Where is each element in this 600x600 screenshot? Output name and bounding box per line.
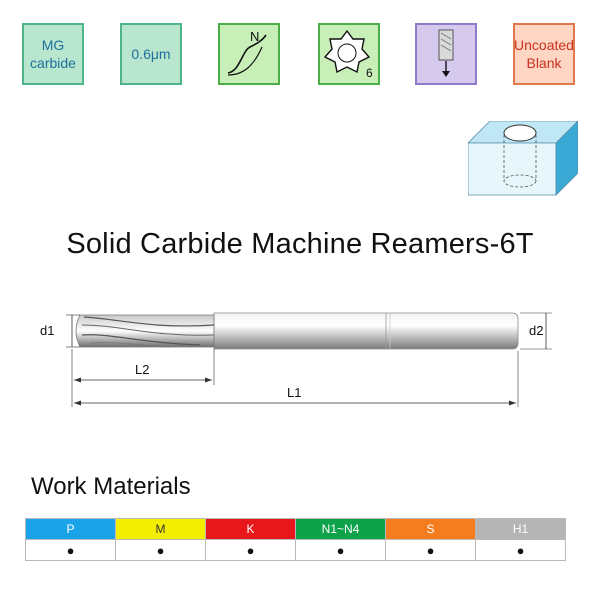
material-n-mark: ● bbox=[295, 539, 386, 561]
material-line2: carbide bbox=[30, 55, 76, 71]
l1-label: L1 bbox=[287, 385, 302, 400]
material-m-header: M bbox=[115, 518, 206, 540]
material-s-header: S bbox=[385, 518, 476, 540]
cube-with-hole-icon bbox=[468, 121, 578, 196]
material-k-header: K bbox=[205, 518, 296, 540]
work-materials-heading: Work Materials bbox=[31, 473, 191, 500]
material-h-mark: ● bbox=[475, 539, 566, 561]
flute-count-badge: 6 bbox=[318, 23, 380, 85]
material-badge: MG carbide bbox=[22, 23, 84, 85]
flute-count-label: 6 bbox=[366, 66, 373, 80]
l2-label: L2 bbox=[135, 362, 150, 377]
material-p-mark: ● bbox=[25, 539, 116, 561]
grain-size-badge: 0.6μm bbox=[120, 23, 182, 85]
material-header-row: P M K N1~N4 S H1 bbox=[25, 518, 566, 540]
shank-direction-icon bbox=[438, 29, 454, 77]
material-n-header: N1~N4 bbox=[295, 518, 386, 540]
material-k-mark: ● bbox=[205, 539, 296, 561]
coating-line2: Blank bbox=[526, 55, 562, 71]
grain-size-text: 0.6μm bbox=[131, 46, 171, 62]
material-badge-text: MG carbide bbox=[30, 36, 76, 72]
work-materials-table: P M K N1~N4 S H1 ● ● ● ● ● ● bbox=[25, 518, 566, 561]
page-title: Solid Carbide Machine Reamers-6T bbox=[66, 228, 534, 260]
shank-badge bbox=[415, 23, 477, 85]
d1-label: d1 bbox=[40, 323, 55, 338]
helix-type-badge: N bbox=[218, 23, 280, 85]
helix-type-label: N bbox=[250, 29, 259, 44]
helix-type-n-icon: N bbox=[227, 29, 267, 76]
material-h-header: H1 bbox=[475, 518, 566, 540]
reamer-drawing bbox=[66, 312, 552, 407]
material-line1: MG bbox=[41, 37, 65, 53]
six-flute-icon: 6 bbox=[323, 29, 373, 80]
coating-line1: Uncoated bbox=[514, 37, 574, 53]
material-p-header: P bbox=[25, 518, 116, 540]
d2-label: d2 bbox=[529, 323, 544, 338]
material-s-mark: ● bbox=[385, 539, 476, 561]
material-suitability-row: ● ● ● ● ● ● bbox=[25, 539, 566, 561]
material-m-mark: ● bbox=[115, 539, 206, 561]
